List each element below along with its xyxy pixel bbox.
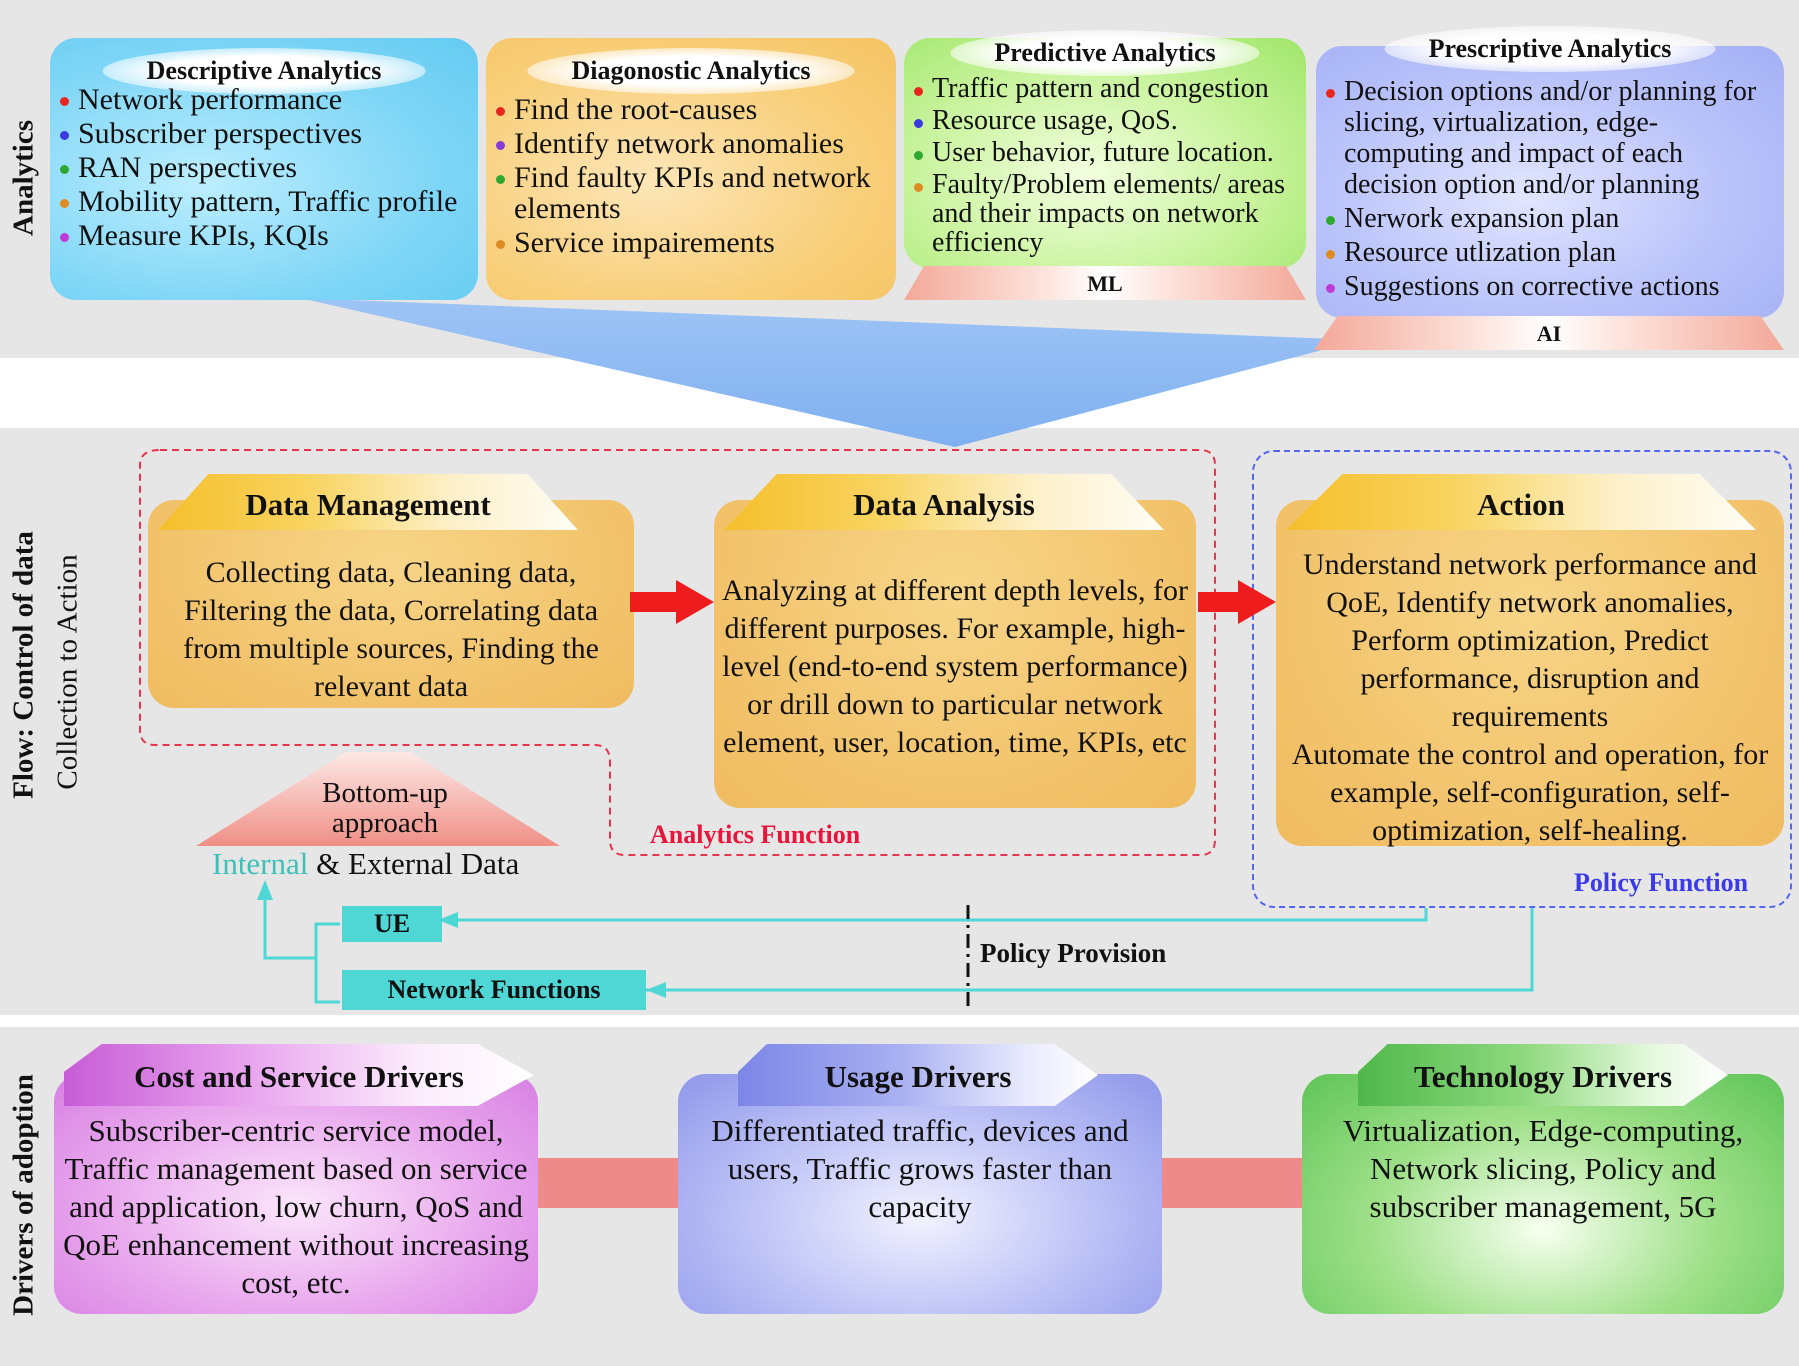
cost-service-drivers-title: Cost and Service Drivers <box>64 1044 534 1106</box>
prescriptive-analytics-item: Suggestions on corrective actions <box>1326 271 1774 302</box>
data-management-title: Data Management <box>158 474 578 530</box>
descriptive-analytics-item: Mobility pattern, Traffic profile <box>60 186 468 217</box>
predictive-analytics-card: Predictive Analytics Traffic pattern and… <box>904 30 1306 268</box>
descriptive-analytics-card: Descriptive Analytics Network performanc… <box>50 38 478 300</box>
predictive-analytics-item: Traffic pattern and congestion <box>914 74 1296 103</box>
ue-box: UE <box>342 906 442 942</box>
arrow-analysis-to-action <box>1198 580 1276 624</box>
data-management-text: Collecting data, Cleaning data, Filterin… <box>183 556 599 703</box>
usage-drivers-title: Usage Drivers <box>738 1044 1098 1106</box>
descriptive-analytics-item: Network performance <box>60 84 468 115</box>
internal-label: Internal <box>212 846 309 881</box>
prescriptive-analytics-item: Nerwork expansion plan <box>1326 203 1774 234</box>
descriptive-analytics-item: Subscriber perspectives <box>60 118 468 149</box>
predictive-analytics-item: User behavior, future location. <box>914 138 1296 167</box>
descriptive-analytics-item: RAN perspectives <box>60 152 468 183</box>
connector-right <box>1160 1158 1302 1208</box>
diagnostic-analytics-item: Find the root-causes <box>496 94 886 125</box>
data-analysis-text: Analyzing at different depth levels, for… <box>722 574 1188 759</box>
technology-drivers-text: Virtualization, Edge-computing, Network … <box>1342 1113 1744 1224</box>
policy-function-label: Policy Function <box>1574 868 1749 897</box>
diagnostic-analytics-item: Identify network anomalies <box>496 128 886 159</box>
diagnostic-analytics-item: Find faulty KPIs and network elements <box>496 162 886 224</box>
technology-drivers-card: Technology Drivers Virtualization, Edge-… <box>1302 1044 1784 1314</box>
prescriptive-analytics-item: Resource utlization plan <box>1326 237 1774 268</box>
ai-tag: AI <box>1314 316 1784 350</box>
cost-service-drivers-card: Cost and Service Drivers Subscriber-cent… <box>54 1044 538 1314</box>
prescriptive-analytics-list: Decision options and/or planning for sli… <box>1326 76 1774 302</box>
analytics-funnel <box>300 298 1360 447</box>
policy-function-outline <box>1252 450 1792 908</box>
data-management-card: Data Management Collecting data, Cleanin… <box>148 474 634 708</box>
cost-service-drivers-text: Subscriber-centric service model, Traffi… <box>63 1113 529 1300</box>
arrow-management-to-analysis <box>630 580 714 624</box>
connector-left <box>536 1158 678 1208</box>
bottom-up-pyramid <box>196 752 560 846</box>
ml-tag: ML <box>904 266 1306 300</box>
external-label: & External Data <box>316 846 520 881</box>
data-analysis-card: Data Analysis Analyzing at different dep… <box>714 474 1196 808</box>
analytics-function-label: Analytics Function <box>650 820 861 849</box>
prescriptive-analytics-item: Decision options and/or planning for sli… <box>1326 76 1774 200</box>
action-card: Action Understand network performance an… <box>1276 474 1784 847</box>
policy-provision-label: Policy Provision <box>980 938 1167 968</box>
prescriptive-analytics-title: Prescriptive Analytics <box>1384 26 1716 72</box>
descriptive-analytics-title: Descriptive Analytics <box>102 48 426 94</box>
data-source-label: Internal & External Data <box>212 846 519 882</box>
data-analysis-title: Data Analysis <box>724 474 1164 530</box>
action-title: Action <box>1286 474 1756 530</box>
predictive-analytics-title: Predictive Analytics <box>950 30 1260 76</box>
predictive-analytics-item: Faulty/Problem elements/ areas and their… <box>914 170 1296 257</box>
usage-drivers-card: Usage Drivers Differentiated traffic, de… <box>678 1044 1162 1314</box>
technology-drivers-title: Technology Drivers <box>1358 1044 1728 1106</box>
prescriptive-analytics-card: Prescriptive Analytics Decision options … <box>1316 26 1784 318</box>
diagnostic-analytics-item: Service impairements <box>496 227 886 258</box>
predictive-analytics-item: Resource usage, QoS. <box>914 106 1296 135</box>
diagnostic-analytics-card: Diagonostic Analytics Find the root-caus… <box>486 38 896 300</box>
usage-drivers-text: Differentiated traffic, devices and user… <box>711 1113 1129 1224</box>
bottom-up-label: Bottom-up approach <box>322 777 448 839</box>
diagnostic-analytics-title: Diagonostic Analytics <box>527 48 855 94</box>
network-functions-box: Network Functions <box>342 970 646 1010</box>
descriptive-analytics-item: Measure KPIs, KQIs <box>60 220 468 251</box>
action-text: Understand network performance and QoE, … <box>1291 548 1769 847</box>
